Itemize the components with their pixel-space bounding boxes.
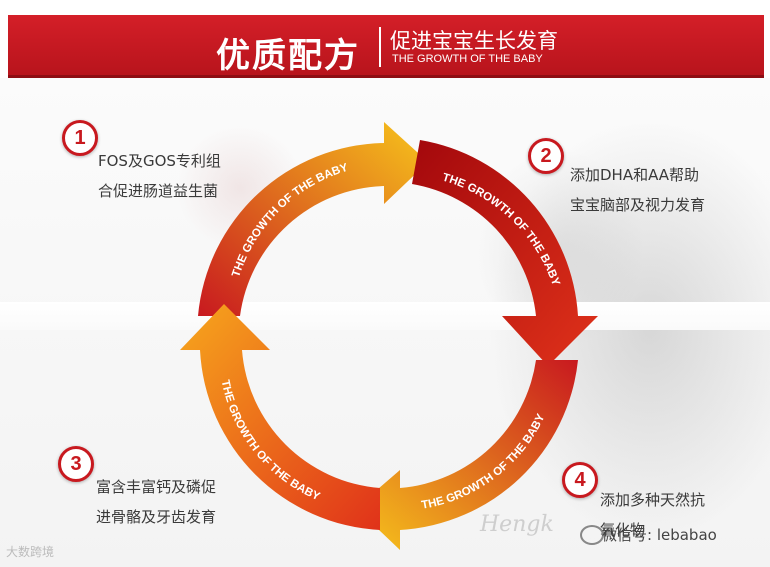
brand-watermark: Hengk	[480, 512, 554, 537]
feature-3-line-2: 进骨骼及牙齿发育	[96, 508, 217, 526]
feature-1-text: FOS及GOS专利组 合促进肠道益生菌	[98, 146, 221, 206]
feature-3-number-badge: 3	[58, 446, 94, 482]
feature-4-line-1: 添加多种天然抗	[600, 491, 706, 509]
header-english-subtitle: THE GROWTH OF THE BABY	[392, 53, 543, 65]
feature-4-text: 添加多种天然抗 氧化物	[600, 485, 705, 545]
feature-3-line-1: 富含丰富钙及磷促	[96, 478, 217, 496]
image-split-band	[0, 302, 770, 330]
feature-2-line-2: 宝宝脑部及视力发育	[570, 196, 706, 214]
cycle-arrow-bottom-right	[356, 360, 578, 550]
header-divider	[379, 27, 381, 67]
wechat-icon	[580, 525, 604, 545]
feature-2-text: 添加DHA和AA帮助 宝宝脑部及视力发育	[570, 160, 705, 220]
feature-2-number-badge: 2	[528, 138, 564, 174]
header-title: 优质配方	[216, 36, 360, 76]
feature-1-line-1: FOS及GOS专利组	[98, 152, 221, 170]
cycle-arrow-top-left	[198, 122, 428, 316]
feature-2-line-1: 添加DHA和AA帮助	[570, 166, 700, 184]
corner-watermark: 大数跨境	[6, 545, 55, 559]
header-subtitle: 促进宝宝生长发育	[390, 29, 558, 53]
wechat-id-watermark: 微信号: lebabao	[602, 526, 717, 544]
feature-4-number-badge: 4	[562, 462, 598, 498]
cycle-arrow-bottom-left	[180, 304, 380, 530]
cycle-arrow-top-right	[412, 140, 598, 366]
header-banner: 优质配方 促进宝宝生长发育 THE GROWTH OF THE BABY	[8, 15, 764, 78]
feature-1-number-badge: 1	[62, 120, 98, 156]
feature-3-text: 富含丰富钙及磷促 进骨骼及牙齿发育	[96, 472, 216, 532]
feature-1-line-2: 合促进肠道益生菌	[98, 182, 219, 200]
feature-4-line-2: 氧化物	[600, 521, 646, 539]
